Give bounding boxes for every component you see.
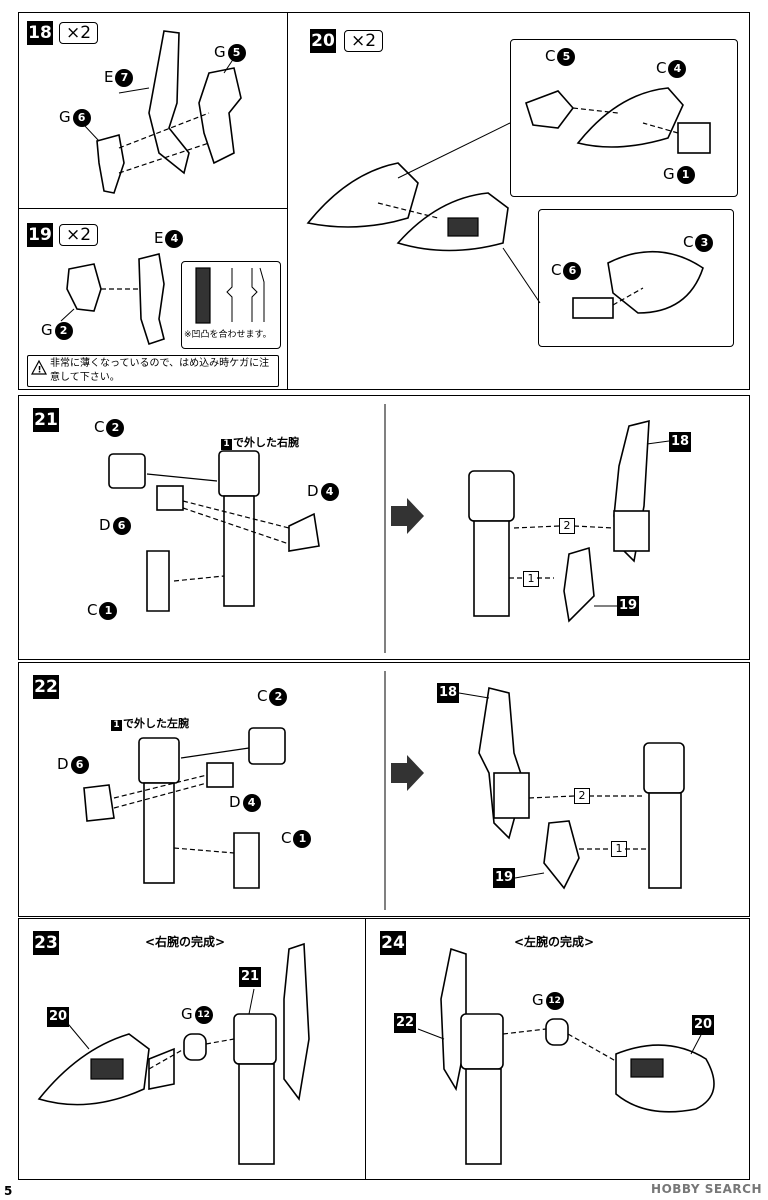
watermark: HOBBY SEARCH bbox=[651, 1182, 762, 1196]
step-ref-18: 18 bbox=[669, 432, 691, 452]
quantity-badge: ×2 bbox=[59, 22, 99, 44]
step-19-illustration bbox=[60, 253, 165, 346]
step-21-illustration bbox=[108, 404, 670, 653]
order-1: 1 bbox=[611, 841, 627, 857]
page-number: 5 bbox=[4, 1184, 13, 1198]
step-ref-20: 20 bbox=[692, 1015, 714, 1035]
tip-text: ※凹凸を合わせます。 bbox=[184, 330, 272, 340]
step-number: 18 bbox=[27, 21, 53, 45]
quantity-badge: ×2 bbox=[344, 30, 384, 52]
warning-text: 非常に薄くなっているので、はめ込み時ケガに注意して下さい。 bbox=[50, 358, 270, 383]
step-24-illustration bbox=[417, 947, 715, 1165]
step-23-illustration bbox=[37, 942, 310, 1165]
step-ref-19: 19 bbox=[617, 596, 639, 616]
step-ref-21: 21 bbox=[239, 967, 261, 987]
step-number: 22 bbox=[33, 675, 59, 699]
step-number: 20 bbox=[310, 29, 336, 53]
warning-box: ! 非常に薄くなっているので、はめ込み時ケガに注意して下さい。 bbox=[27, 355, 279, 387]
step-ref-22: 22 bbox=[394, 1013, 416, 1033]
step-20-illustration bbox=[306, 87, 711, 319]
step-ref-20: 20 bbox=[47, 1007, 69, 1027]
step-22-illustration bbox=[83, 671, 685, 910]
step-ref-19: 19 bbox=[493, 868, 515, 888]
step-ref-18: 18 bbox=[437, 683, 459, 703]
order-1: 1 bbox=[523, 571, 539, 587]
step-number: 24 bbox=[380, 931, 406, 955]
step-18-illustration bbox=[83, 30, 242, 194]
step-number: 21 bbox=[33, 408, 59, 432]
quantity-badge: ×2 bbox=[59, 224, 99, 246]
step-title: <左腕の完成> bbox=[514, 935, 595, 949]
step-title: <右腕の完成> bbox=[145, 935, 226, 949]
tip-box: ※凹凸を合わせます。 bbox=[181, 261, 281, 349]
step-number: 23 bbox=[33, 931, 59, 955]
warning-icon: ! bbox=[30, 359, 48, 376]
step-number: 19 bbox=[27, 223, 53, 247]
tip-illustration bbox=[195, 267, 265, 324]
svg-text:!: ! bbox=[38, 366, 42, 376]
